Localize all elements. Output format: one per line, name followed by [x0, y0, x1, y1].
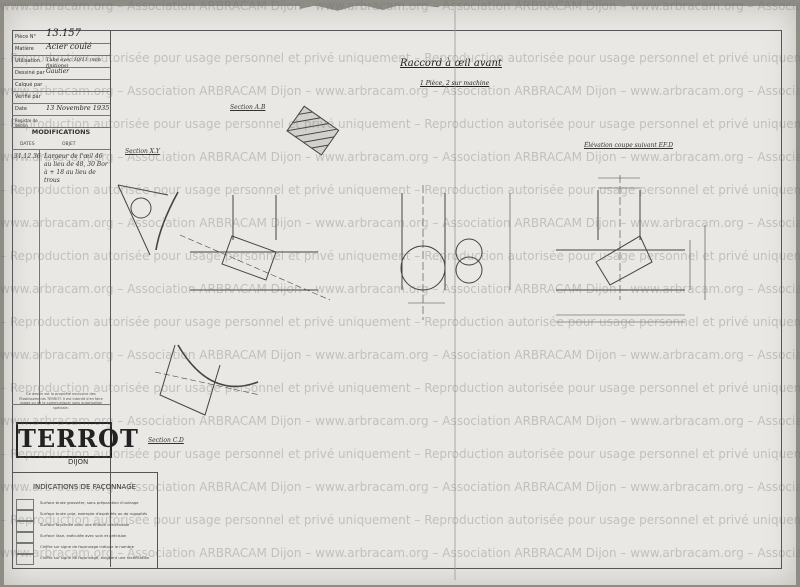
title-row: Calqué par — [12, 80, 110, 92]
title-row: Pièce N°13.157 — [12, 28, 110, 44]
watermark-line: – Reproduction autorisée pour usage pers… — [0, 513, 800, 527]
watermark-line: – Reproduction autorisée pour usage pers… — [0, 447, 800, 461]
ownership-notice: Ce dessin est la propriété exclusive des… — [19, 392, 103, 410]
watermark-line: www.arbracam.org – Association ARBRACAM … — [0, 0, 800, 13]
section-cd-label: Section C.D — [148, 437, 184, 444]
watermark-line: – Reproduction autorisée pour usage pers… — [0, 249, 800, 263]
watermark-line: – Reproduction autorisée pour usage pers… — [0, 183, 800, 197]
title-row: Registre de dessin — [12, 116, 110, 128]
watermark-line: www.arbracam.org – Association ARBRACAM … — [0, 216, 800, 230]
title-row: Vérifié par — [12, 92, 110, 104]
watermark-line: www.arbracam.org – Association ARBRACAM … — [0, 84, 800, 98]
indication-item: Chiffre sur signe de façonnage indique l… — [40, 544, 134, 549]
mod-objet-header: OBJET — [62, 142, 76, 147]
section-ab-label: Section A.B — [230, 104, 266, 111]
indication-item: Surface façonnée avec une finition conve… — [40, 522, 130, 527]
indication-item: Chiffre sur signe de façonnage, exigeant… — [40, 555, 150, 560]
logo-city: DIJON — [68, 458, 89, 466]
indication-item: Surface lisse, exécutée avec soin et pré… — [40, 533, 127, 538]
watermark-line: – Reproduction autorisée pour usage pers… — [0, 117, 800, 131]
watermark-line: – Reproduction autorisée pour usage pers… — [0, 381, 800, 395]
watermark-line: www.arbracam.org – Association ARBRACAM … — [0, 414, 800, 428]
watermark-line: www.arbracam.org – Association ARBRACAM … — [0, 480, 800, 494]
mod-text: Largeur de l'œil 46 au lieu de 48, 30 Bo… — [44, 153, 108, 184]
mod-date: 31.12.36 — [14, 153, 41, 160]
drawing-title: Raccord à œil avant — [400, 58, 502, 69]
watermark-line: www.arbracam.org – Association ARBRACAM … — [0, 282, 800, 296]
indications-box: INDICATIONS DE FAÇONNAGE Surface brute g… — [12, 472, 158, 568]
section-xy-label: Section X.Y — [125, 148, 160, 155]
watermark-line: www.arbracam.org – Association ARBRACAM … — [0, 150, 800, 164]
drawing-sheet — [4, 6, 796, 585]
drawing-frame — [12, 30, 782, 569]
elevation-label: Élévation coupe suivant EF.D — [584, 142, 674, 149]
mod-dates-header: DATES — [20, 142, 35, 147]
part-number: 13.157 — [46, 28, 81, 39]
watermark-line: – Reproduction autorisée pour usage pers… — [0, 51, 800, 65]
watermark-line: www.arbracam.org – Association ARBRACAM … — [0, 546, 800, 560]
indication-item: Surface brute unie, exempte d'aspérités … — [40, 511, 148, 516]
watermark-line: www.arbracam.org – Association ARBRACAM … — [0, 348, 800, 362]
indications-title: INDICATIONS DE FAÇONNAGE — [32, 483, 137, 491]
torn-edge — [300, 0, 450, 11]
modifications-title: MODIFICATIONS — [31, 128, 91, 136]
indication-item: Surface brute grossière, sans préparatio… — [40, 500, 139, 505]
watermark-line: – Reproduction autorisée pour usage pers… — [0, 315, 800, 329]
